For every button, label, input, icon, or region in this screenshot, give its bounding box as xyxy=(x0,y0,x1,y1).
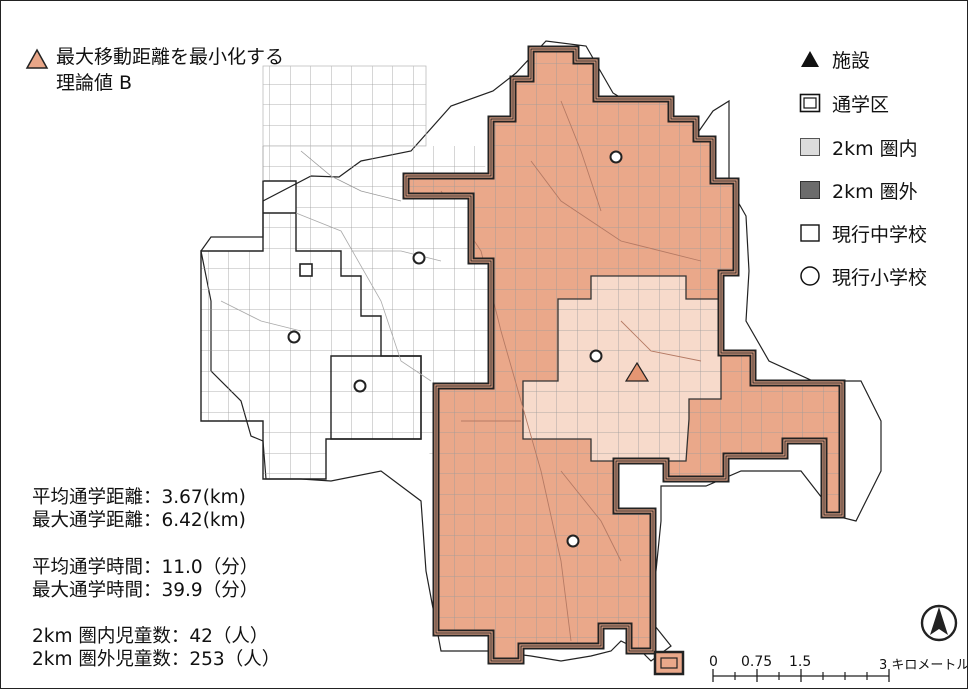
legend-facility: 施設 xyxy=(799,45,870,73)
district-north xyxy=(262,65,427,147)
zone-enclave-inner xyxy=(660,657,678,669)
map-title-line2: 理論値 B xyxy=(56,72,133,94)
map-title-line1: 最大移動距離を最小化する xyxy=(56,46,285,68)
legend-label: 2km 圏外 xyxy=(832,180,918,203)
minor-road xyxy=(262,146,402,202)
triangle-icon xyxy=(799,48,821,70)
legend-label: 現行中学校 xyxy=(832,223,928,246)
legend-label: 通学区 xyxy=(832,93,890,116)
city-boundary xyxy=(200,40,882,662)
elementary-school-icon xyxy=(609,150,623,164)
title-triangle-icon xyxy=(25,48,49,69)
stat-within-2km: 2km 圏内児童数：42（人） xyxy=(32,626,269,647)
district-west xyxy=(200,180,422,480)
elementary-school-icon xyxy=(412,251,426,265)
zone-enclave xyxy=(653,650,685,676)
minor-road xyxy=(220,212,442,382)
junior-high-school-icon xyxy=(299,263,313,277)
zone-road xyxy=(440,100,702,642)
facility-icon xyxy=(624,361,650,382)
legend-label: 2km 圏内 xyxy=(832,137,918,160)
scale-label-15: 1.5 xyxy=(789,654,812,670)
stat-beyond-2km: 2km 圏外児童数：253（人） xyxy=(32,649,281,670)
light-square-icon xyxy=(799,136,821,158)
scale-label-0: 0 xyxy=(709,654,718,670)
elementary-school-icon xyxy=(589,349,603,363)
district-central xyxy=(330,355,422,440)
north-arrow-pointer xyxy=(930,607,948,635)
double-square-icon xyxy=(799,92,821,114)
legend-beyond-2km: 2km 圏外 xyxy=(799,176,918,204)
stat-max-distance: 最大通学距離：6.42(km) xyxy=(32,510,246,531)
legend-within-2km: 2km 圏内 xyxy=(799,133,918,161)
legend-district: 通学区 xyxy=(799,89,889,117)
elementary-school-icon xyxy=(566,534,580,548)
legend-elementary: 現行小学校 xyxy=(799,262,927,290)
elementary-school-icon xyxy=(353,379,367,393)
stat-avg-time: 平均通学時間：11.0（分） xyxy=(32,557,259,578)
dark-square-icon xyxy=(799,179,821,201)
legend-label: 施設 xyxy=(832,49,871,72)
stat-max-time: 最大通学時間：39.9（分） xyxy=(32,580,259,601)
legend-label: 現行小学校 xyxy=(832,266,928,289)
scale-bar xyxy=(712,669,890,682)
scale-label-075: 0.75 xyxy=(741,654,773,670)
stat-avg-distance: 平均通学距離：3.67(km) xyxy=(32,487,246,508)
within-2km-grid xyxy=(523,276,721,461)
scale-label-3: 3 キロメートル xyxy=(879,658,968,673)
legend-junior-high: 現行中学校 xyxy=(799,219,927,247)
square-icon xyxy=(799,222,821,244)
elementary-school-icon xyxy=(287,330,301,344)
circle-icon xyxy=(799,265,821,287)
